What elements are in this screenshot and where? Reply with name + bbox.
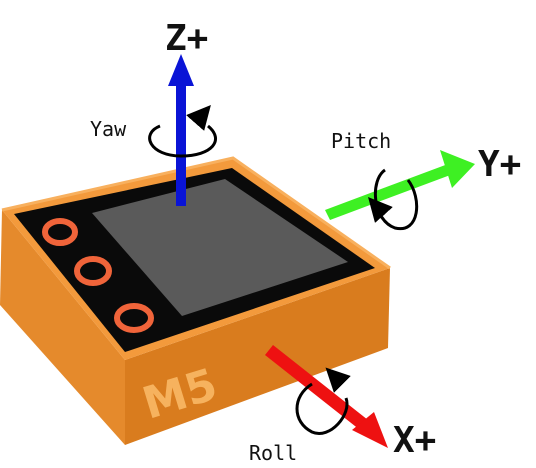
- button-ring-middle: [74, 256, 112, 286]
- device-right-face: [125, 268, 390, 445]
- device-buttons: [42, 218, 154, 333]
- m5-device: M5: [0, 156, 391, 445]
- yaw-rotation-icon: [148, 104, 217, 158]
- z-axis-label: Z+: [165, 18, 208, 59]
- roll-label: Roll: [249, 441, 297, 465]
- device-left-face: [0, 210, 125, 445]
- x-axis-arrow: [265, 345, 388, 448]
- button-ring-bottom: [114, 303, 154, 333]
- pitch-label: Pitch: [331, 129, 391, 153]
- x-axis-label: X+: [393, 420, 436, 461]
- y-axis-label: Y+: [478, 144, 521, 185]
- device-screen: [92, 179, 348, 316]
- pitch-rotation-icon: [368, 168, 419, 231]
- z-axis-arrow: [168, 54, 194, 206]
- roll-rotation-icon: [295, 367, 351, 435]
- button-ring-top: [42, 218, 78, 246]
- y-axis-arrow: [325, 150, 475, 220]
- yaw-label: Yaw: [90, 117, 127, 141]
